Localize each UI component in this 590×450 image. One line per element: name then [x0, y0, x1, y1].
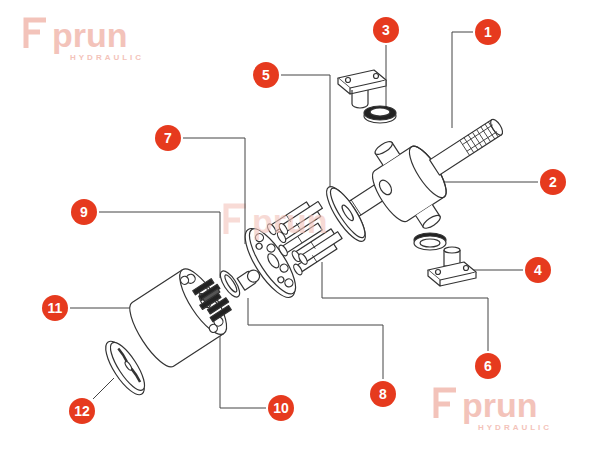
- watermark: prun: [252, 202, 328, 241]
- watermark: prun: [462, 386, 538, 425]
- callout-number: 8: [370, 381, 396, 407]
- callout-number: 4: [525, 257, 551, 283]
- exploded-parts: [99, 70, 526, 400]
- callout-number: 7: [155, 125, 181, 151]
- callout-number: 12: [69, 398, 95, 424]
- watermark: HYDRAULIC: [70, 53, 144, 62]
- callout-number: 11: [42, 295, 68, 321]
- callout-number: 1: [475, 19, 501, 45]
- watermark-logo: [26, 20, 456, 418]
- leader-lines: [70, 32, 538, 408]
- callout-number: 10: [268, 395, 294, 421]
- callout-number: 3: [373, 17, 399, 43]
- callout-number: 6: [475, 353, 501, 379]
- watermark: HYDRAULIC: [478, 423, 552, 432]
- callout-number: 2: [540, 169, 566, 195]
- callout-number: 9: [71, 199, 97, 225]
- watermark: prun: [52, 16, 128, 55]
- callout-number: 5: [253, 62, 279, 88]
